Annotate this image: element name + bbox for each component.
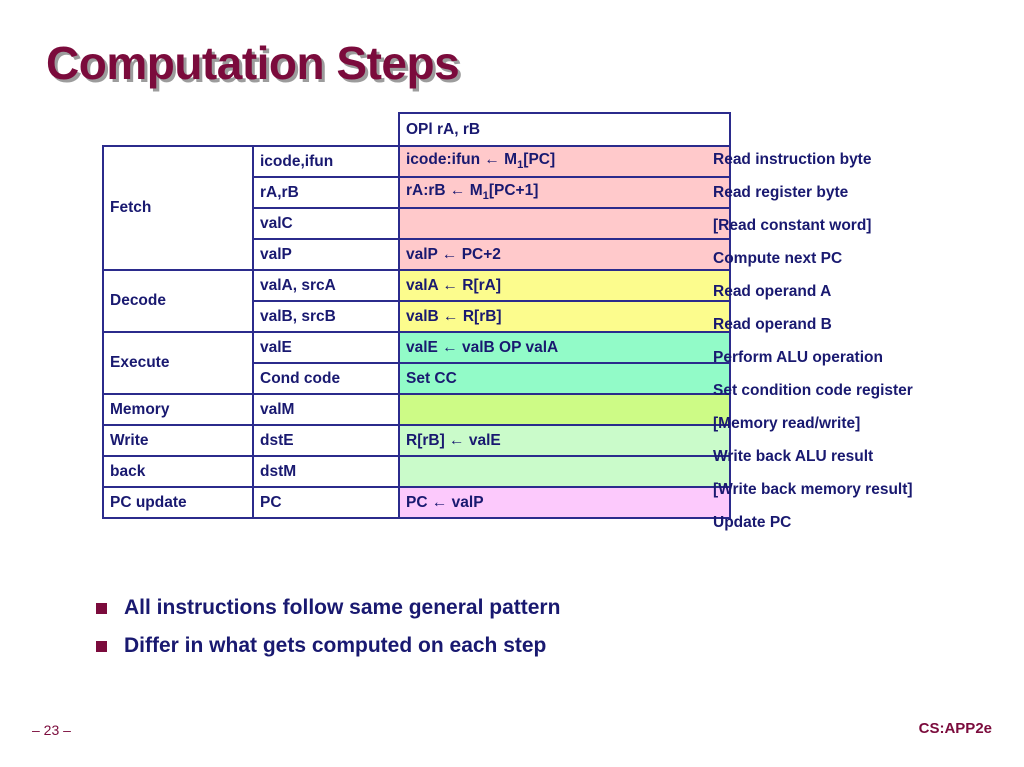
bullet-list: All instructions follow same general pat… bbox=[96, 596, 560, 672]
bullet-square-icon bbox=[96, 640, 107, 652]
annotation-note: Perform ALU operation bbox=[713, 349, 883, 366]
field-label: Cond code bbox=[252, 362, 400, 395]
annotation-note: Update PC bbox=[713, 514, 792, 531]
stage-label: PC update bbox=[102, 486, 254, 519]
stage-label: back bbox=[102, 455, 254, 488]
action-expression bbox=[398, 455, 731, 488]
header-stage-blank bbox=[103, 113, 253, 146]
annotation-note: Read operand B bbox=[713, 316, 832, 333]
annotation-note: Read register byte bbox=[713, 184, 849, 201]
field-label: valP bbox=[252, 238, 400, 271]
action-expression: R[rB] ← valE bbox=[398, 424, 731, 457]
stage-label: Execute bbox=[102, 331, 254, 395]
action-expression: valP ← PC+2 bbox=[398, 238, 731, 271]
annotation-note: Read operand A bbox=[713, 283, 832, 300]
stage-label: Decode bbox=[102, 269, 254, 333]
bullet-item: All instructions follow same general pat… bbox=[96, 596, 560, 620]
stage-label: Fetch bbox=[102, 145, 254, 271]
field-label: dstM bbox=[252, 455, 400, 488]
annotation-note: [Memory read/write] bbox=[713, 415, 861, 432]
bullet-item: Differ in what gets computed on each ste… bbox=[96, 634, 560, 658]
annotation-spacer bbox=[713, 112, 1024, 143]
annotation-note: Set condition code register bbox=[713, 382, 913, 399]
action-expression: icode:ifun ← M1[PC] bbox=[398, 145, 731, 178]
field-label: PC bbox=[252, 486, 400, 519]
header-instruction-label: OPl rA, rB bbox=[398, 112, 731, 147]
annotation-note: Write back ALU result bbox=[713, 448, 874, 465]
field-label: valC bbox=[252, 207, 400, 240]
annotation-note: [Write back memory result] bbox=[713, 481, 913, 498]
footer-brand: CS:APP2e bbox=[918, 720, 992, 737]
action-expression: valE ← valB OP valA bbox=[398, 331, 731, 364]
bullet-label: All instructions follow same general pat… bbox=[124, 596, 561, 619]
stage-label: Memory bbox=[102, 393, 254, 426]
page-title: Computation Steps bbox=[46, 37, 460, 89]
field-label: valB, srcB bbox=[252, 300, 400, 333]
table-row: valC bbox=[103, 207, 731, 240]
bullet-square-icon bbox=[96, 602, 107, 614]
field-label: icode,ifun bbox=[252, 145, 400, 178]
annotation-note: Compute next PC bbox=[713, 250, 843, 267]
annotation-note: Read instruction byte bbox=[713, 151, 872, 168]
bullet-label: Differ in what gets computed on each ste… bbox=[124, 634, 547, 657]
field-label: valM bbox=[252, 393, 400, 426]
action-expression: PC ← valP bbox=[398, 486, 731, 519]
field-label: valA, srcA bbox=[252, 269, 400, 302]
table-header-row: OPl rA, rB bbox=[103, 112, 731, 147]
field-label: valE bbox=[252, 331, 400, 364]
action-expression: rA:rB ← M1[PC+1] bbox=[398, 176, 731, 209]
stage-label: Write bbox=[102, 424, 254, 457]
action-expression bbox=[398, 207, 731, 240]
action-expression: Set CC bbox=[398, 362, 731, 395]
action-expression: valB ← R[rB] bbox=[398, 300, 731, 333]
action-expression: valA ← R[rA] bbox=[398, 269, 731, 302]
action-expression bbox=[398, 393, 731, 426]
annotation-note: [Read constant word] bbox=[713, 217, 872, 234]
field-label: rA,rB bbox=[252, 176, 400, 209]
footer-page-number: – 23 – bbox=[32, 722, 71, 738]
header-field-blank bbox=[253, 113, 399, 146]
field-label: dstE bbox=[252, 424, 400, 457]
